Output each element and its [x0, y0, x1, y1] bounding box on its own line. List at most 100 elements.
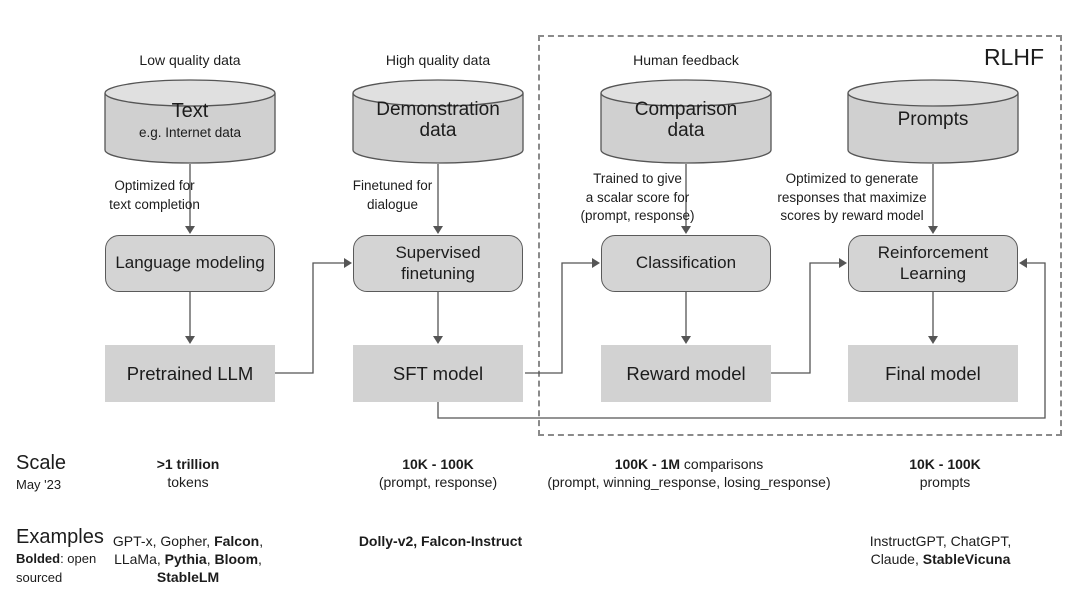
cylinder-prompts-top	[847, 79, 1019, 107]
model-label: Reward model	[626, 362, 746, 384]
scale-unit: tokens	[167, 474, 209, 491]
scale-unit: (prompt, winning_response, losing_respon…	[547, 474, 831, 491]
cylinder-comparison-data-top	[600, 79, 772, 107]
cylinder-label: Demonstration data	[353, 88, 523, 152]
model-label: Final model	[885, 362, 981, 384]
examples-line: LLaMa, Pythia, Bloom,	[114, 550, 262, 567]
arrowhead	[344, 258, 352, 268]
examples-pretraining: GPT-x, Gopher, Falcon, LLaMa, Pythia, Bl…	[88, 533, 288, 587]
scale-reward: 100K - 1M comparisons (prompt, winning_r…	[508, 455, 870, 491]
process-reinforcement-learning: Reinforcement Learning	[848, 235, 1018, 292]
arrowhead	[185, 226, 195, 234]
process-label: Classification	[635, 253, 737, 273]
column-rl: Prompts Reinforcement Learning Final mod…	[848, 0, 1018, 604]
scale-value: 10K - 100K	[402, 456, 474, 472]
arrowhead	[592, 258, 600, 268]
arrow-note-line: Optimized to generate	[785, 171, 919, 186]
arrow-note-line: Finetuned for	[352, 178, 433, 193]
model-final: Final model	[848, 345, 1018, 402]
data-quality-label: Low quality data	[139, 52, 241, 68]
data-cylinders	[104, 79, 1019, 164]
cylinder-title: Comparison data	[634, 98, 738, 141]
examples-note: sourced	[16, 569, 63, 585]
arrow-note-line: scores by reward model	[780, 208, 924, 224]
data-quality-label: Human feedback	[633, 52, 739, 68]
scale-value: >1 trillion	[156, 456, 220, 472]
examples-rl: InstructGPT, ChatGPT, Claude, StableVicu…	[838, 533, 1043, 569]
arrow-note-line: text completion	[109, 196, 200, 212]
model-pretrained-llm: Pretrained LLM	[105, 345, 275, 402]
data-quality-label: High quality data	[385, 52, 491, 68]
column-pretraining: Low quality data Text e.g. Internet data…	[105, 0, 275, 604]
arrow-note-line: dialogue	[366, 196, 419, 212]
process-label: Supervised finetuning	[395, 242, 481, 283]
model-label: Pretrained LLM	[126, 362, 254, 384]
scale-value: 10K - 100K	[909, 456, 981, 472]
process-language-modeling: Language modeling	[105, 235, 275, 292]
scale-date: May '23	[16, 477, 62, 492]
arrowheads	[185, 226, 1027, 344]
arrowhead	[433, 336, 443, 344]
connector-sftmodel-to-rl-feedback	[437, 262, 1046, 419]
examples-line: InstructGPT, ChatGPT,	[869, 533, 1012, 549]
scale-unit: prompts	[919, 474, 971, 491]
arrow-note-sft: Finetuned for dialogue	[300, 177, 485, 214]
connector-pretrained-to-sft	[275, 262, 344, 374]
examples-title: Examples	[16, 526, 104, 548]
arrow-note-line: responses that maximize	[777, 189, 927, 205]
arrowhead	[928, 226, 938, 234]
column-reward-model: Human feedback Comparison data Classific…	[601, 0, 771, 604]
examples-sft: Dolly-v2, Falcon-Instruct	[338, 533, 543, 551]
process-label: Language modeling	[115, 253, 265, 273]
cylinder-comparison-data	[600, 93, 772, 164]
examples-line: Dolly-v2, Falcon-Instruct	[358, 533, 523, 549]
cylinder-prompts	[847, 93, 1019, 164]
connector-reward-to-rl	[771, 262, 839, 374]
arrow-note-rl: Optimized to generate responses that max…	[757, 170, 947, 226]
cylinder-label: Text e.g. Internet data	[105, 88, 275, 152]
connector-sftmodel-to-classification	[525, 262, 592, 374]
arrowhead	[433, 226, 443, 234]
arrow-note-line: (prompt, response)	[580, 208, 695, 224]
cylinder-title: Prompts	[897, 109, 969, 131]
examples-row-header: Examples Bolded: open sourced	[16, 526, 104, 587]
arrow-note-reward: Trained to give a scalar score for (prom…	[545, 170, 730, 226]
model-sft: SFT model	[353, 345, 523, 402]
process-supervised-finetuning: Supervised finetuning	[353, 235, 523, 292]
arrow-note-line: a scalar score for	[585, 189, 690, 205]
cylinder-text-data	[104, 93, 276, 164]
cylinder-demonstration-data-top	[352, 79, 524, 107]
cylinder-label: Comparison data	[601, 88, 771, 152]
arrowhead	[681, 336, 691, 344]
model-label: SFT model	[392, 362, 484, 384]
scale-title: Scale	[16, 452, 67, 474]
cylinder-label: Prompts	[848, 88, 1018, 152]
process-label: Reinforcement Learning	[877, 242, 989, 283]
cylinder-demonstration-data	[352, 93, 524, 164]
arrowhead	[681, 226, 691, 234]
rlhf-dashed-region	[538, 35, 1062, 436]
column-sft: High quality data Demonstration data Sup…	[353, 0, 523, 604]
cylinder-title: Demonstration data	[376, 98, 500, 141]
scale-rl: 10K - 100K prompts	[845, 455, 1045, 491]
examples-line: StableLM	[156, 568, 220, 585]
flow-connectors	[189, 164, 1046, 419]
cylinder-title: Text	[171, 100, 209, 123]
examples-line: Claude, StableVicuna	[870, 550, 1011, 567]
arrowhead	[928, 336, 938, 344]
arrow-note-line: Trained to give	[593, 171, 682, 186]
model-reward: Reward model	[601, 345, 771, 402]
scale-unit: (prompt, response)	[378, 474, 498, 491]
scale-row-header: Scale May '23	[16, 452, 66, 494]
arrow-note-pretraining: Optimized for text completion	[62, 177, 247, 214]
rlhf-region-label: RLHF	[983, 44, 1044, 70]
examples-line: GPT-x, Gopher, Falcon,	[112, 533, 264, 549]
cylinder-subtitle: e.g. Internet data	[138, 124, 242, 140]
arrowhead	[839, 258, 847, 268]
process-classification: Classification	[601, 235, 771, 292]
scale-sft: 10K - 100K (prompt, response)	[338, 455, 538, 491]
arrow-note-line: Optimized for	[114, 178, 195, 193]
scale-pretraining: >1 trillion tokens	[88, 455, 288, 491]
